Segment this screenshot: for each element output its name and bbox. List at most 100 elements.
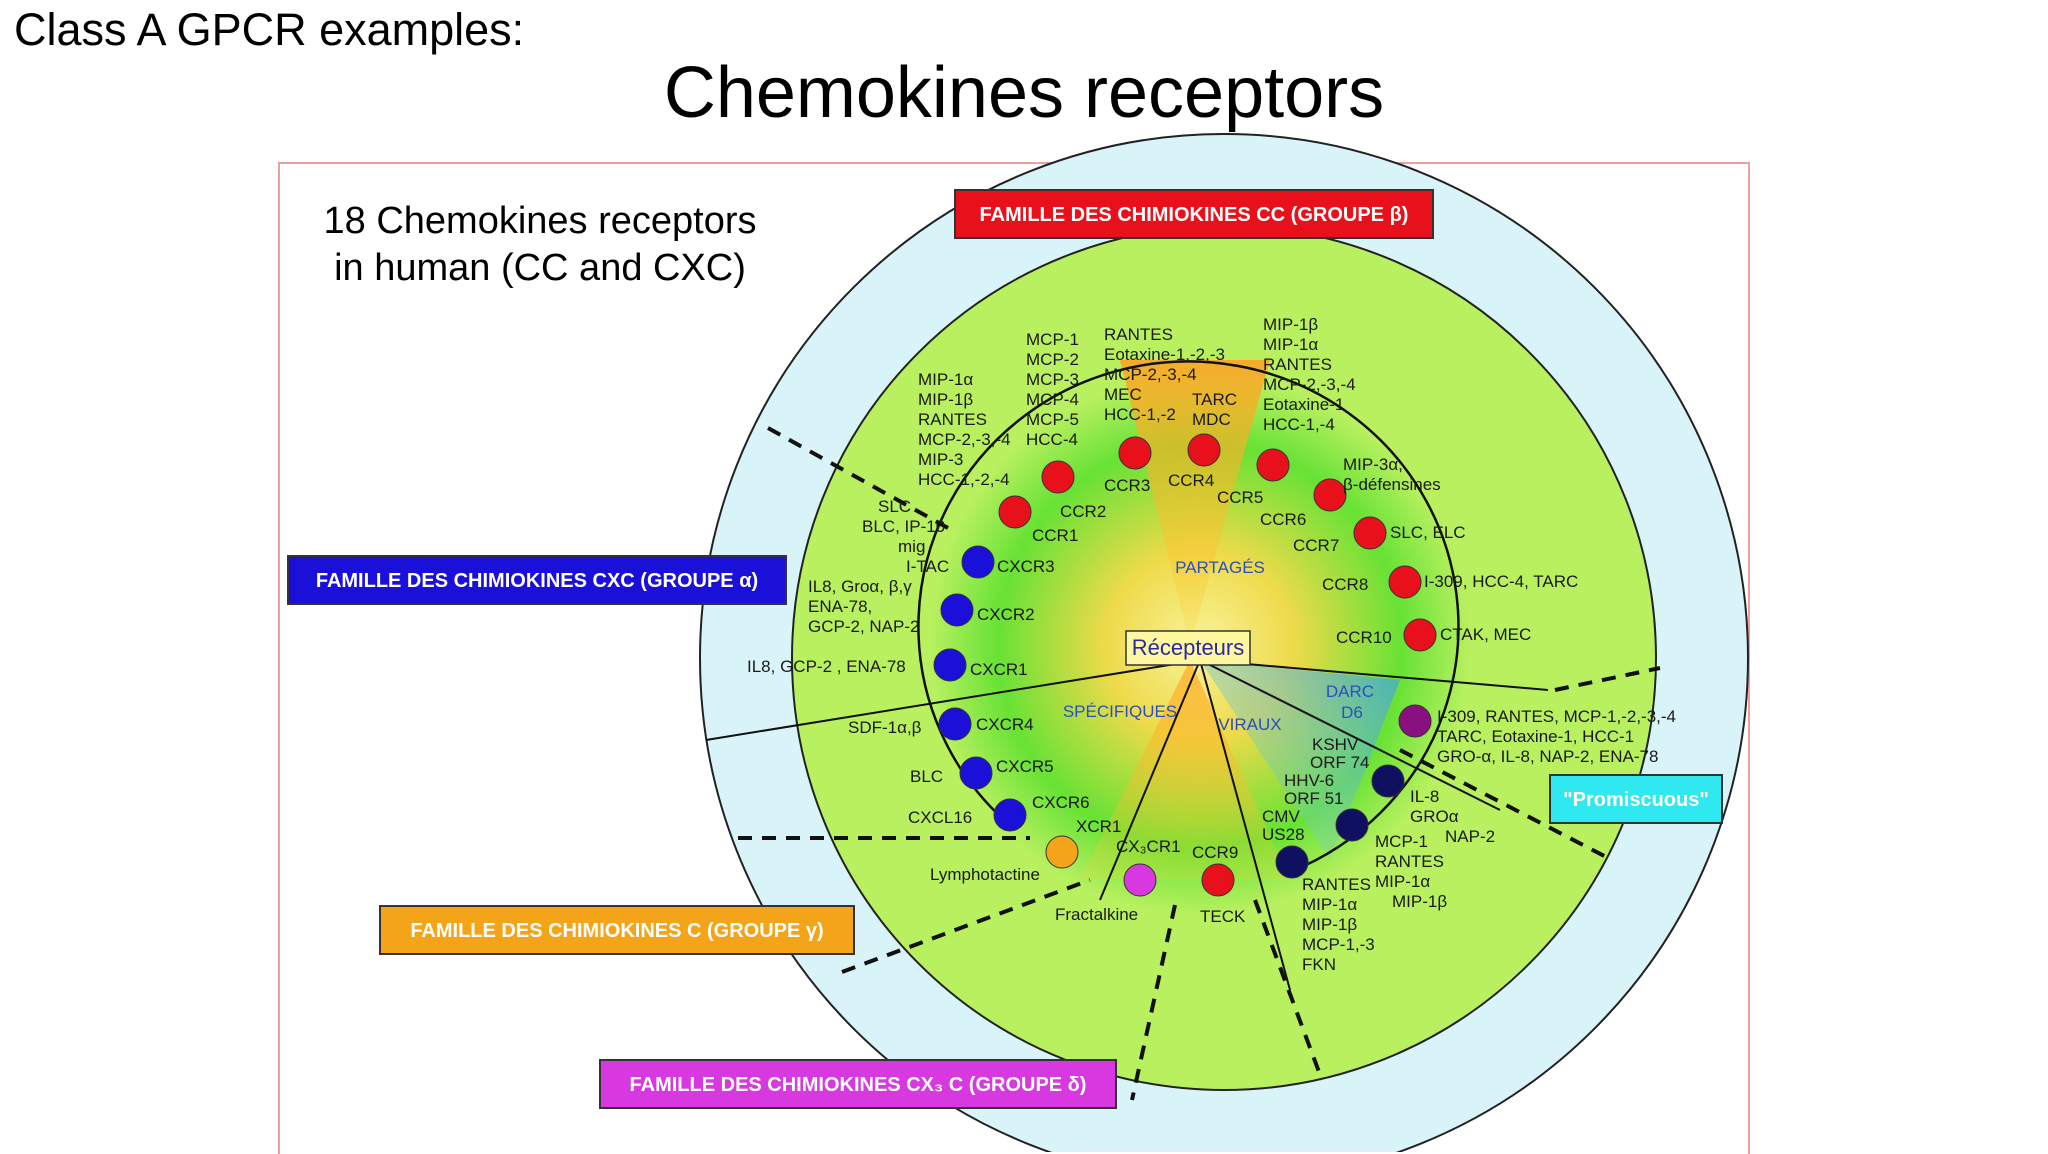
divider-shared-darc — [1199, 659, 1549, 691]
cxcr5-ligands: BLC — [910, 767, 943, 786]
ccr7-label: CCR7 — [1293, 536, 1339, 555]
orf74-label: ORF 74 — [1310, 753, 1370, 772]
divider-viral-cx3c — [1199, 659, 1291, 991]
sector-d6-label: D6 — [1341, 703, 1363, 722]
cxcr6-label: CXCR6 — [1032, 793, 1090, 812]
dash-promiscuous-lower — [1399, 748, 1613, 862]
receptor-ring-arc — [917, 360, 1460, 874]
cxcr1-ligands: IL8, GCP-2 , ENA-78 — [747, 657, 906, 676]
ligand-line: MCP-1 — [1026, 330, 1079, 349]
ligand-line: Eotaxine-1 — [1263, 395, 1344, 414]
svg-text:FAMILLE DES CHIMIOKINES CC (GR: FAMILLE DES CHIMIOKINES CC (GROUPE β) — [980, 204, 1409, 226]
ligand-line: MIP-1β — [918, 390, 973, 409]
cxc-receptors — [933, 545, 1027, 832]
ligand-line: MIP-3 — [918, 450, 963, 469]
ccr9-label: CCR9 — [1192, 843, 1238, 862]
ligand-line: TARC — [1192, 390, 1237, 409]
cxcr4-ligands: SDF-1α,β — [848, 718, 922, 737]
dot-orf74 — [1371, 764, 1405, 798]
figure-subtitle: 18 Chemokines receptors in human (CC and… — [310, 198, 770, 292]
cmv-label: CMV — [1262, 807, 1300, 826]
orf51-ligands: MCP-1 RANTES MIP-1α MIP-1β — [1375, 832, 1447, 911]
banner-cxc-family: FAMILLE DES CHIMIOKINES CXC (GROUPE α) — [287, 555, 787, 605]
dot-orf51 — [1335, 808, 1369, 842]
ligand-line: RANTES — [1302, 875, 1371, 894]
ccr5-label: CCR5 — [1217, 488, 1263, 507]
ligand-line: HCC-1,-4 — [1263, 415, 1335, 434]
cxcr4-label: CXCR4 — [976, 715, 1034, 734]
ligand-line: RANTES — [1263, 355, 1332, 374]
cxcr2-label: CXCR2 — [977, 605, 1035, 624]
ligand-line: IL8, Groα, β,γ — [808, 577, 912, 596]
ccr3-ligands: RANTES Eotaxine-1,-2,-3 MCP-2,-3,-4 MEC … — [1104, 325, 1225, 424]
ligand-line: RANTES — [1375, 852, 1444, 871]
specific-wedge — [1080, 660, 1290, 880]
ccr8-ligands: I-309, HCC-4, TARC — [1424, 572, 1578, 591]
dot-xcr1 — [1045, 835, 1079, 869]
ligand-line: RANTES — [918, 410, 987, 429]
us28-label: US28 — [1262, 825, 1305, 844]
shared-wedge — [1120, 360, 1270, 645]
ccr4-label: CCR4 — [1168, 471, 1214, 490]
ligand-line: MIP-1β — [1263, 315, 1318, 334]
ligand-line: MCP-2,-3,-4 — [918, 430, 1011, 449]
dot-ccr7 — [1353, 516, 1387, 550]
us28-ligands: RANTES MIP-1α MIP-1β MCP-1,-3 FKN — [1302, 875, 1375, 974]
dash-cx3c-right — [1253, 899, 1324, 1081]
banner-cc-family: FAMILLE DES CHIMIOKINES CC (GROUPE β) — [954, 189, 1434, 239]
ligand-line: HCC-1,-2,-4 — [918, 470, 1010, 489]
ligand-line: β-défensines — [1343, 475, 1441, 494]
ccr2-ligands: MCP-1 MCP-2 MCP-3 MCP-4 MCP-5 HCC-4 — [1026, 330, 1079, 449]
ligand-line: MIP-1β — [1392, 892, 1447, 911]
slide-title: Chemokines receptors — [663, 53, 1385, 133]
ligand-line: MCP-1,-3 — [1302, 935, 1375, 954]
ligand-line: TARC, Eotaxine-1, HCC-1 — [1437, 727, 1634, 746]
ligand-line: MIP-3α, — [1343, 455, 1403, 474]
ligand-line: MCP-4 — [1026, 390, 1079, 409]
ligand-line: Eotaxine-1,-2,-3 — [1104, 345, 1225, 364]
svg-text:FAMILLE DES CHIMIOKINES CXC (G: FAMILLE DES CHIMIOKINES CXC (GROUPE α) — [316, 570, 758, 592]
dash-cc-cxc — [767, 426, 949, 530]
ccr4-ligands: TARC MDC — [1192, 390, 1237, 429]
ligand-line: MIP-1α — [1263, 335, 1318, 354]
ligand-line: MCP-2,-3,-4 — [1104, 365, 1197, 384]
cxcr6-ligands: CXCL16 — [908, 808, 972, 827]
orf74-ligands: IL-8 GROα NAP-2 — [1410, 787, 1495, 846]
ligand-line: MCP-2,-3,-4 — [1263, 375, 1356, 394]
banner-promiscuous: "Promiscuous" — [1549, 774, 1723, 824]
ligand-line: GROα — [1410, 807, 1459, 826]
orf51-label: ORF 51 — [1284, 789, 1344, 808]
ligand-line: MDC — [1192, 410, 1231, 429]
dot-cxcr3 — [961, 545, 995, 579]
subtitle-line-1: 18 Chemokines receptors — [323, 200, 757, 242]
ligand-line: ENA-78, — [808, 597, 872, 616]
viral-receptors — [1275, 764, 1405, 879]
ccr3-label: CCR3 — [1104, 476, 1150, 495]
svg-text:FAMILLE DES CHIMIOKINES C (GRO: FAMILLE DES CHIMIOKINES C (GROUPE γ) — [410, 920, 823, 942]
cxcr3-ligands: SLC BLC, IP-10 mig I-TAC — [862, 497, 949, 576]
ligand-line: MCP-5 — [1026, 410, 1079, 429]
dot-ccr5 — [1256, 448, 1290, 482]
ligand-line: GCP-2, NAP-2 — [808, 617, 919, 636]
cx3cr1-label: CX₃CR1 — [1116, 837, 1181, 856]
ccr1-ligands: MIP-1α MIP-1β RANTES MCP-2,-3,-4 MIP-3 H… — [918, 370, 1011, 489]
svg-text:FAMILLE DES CHIMIOKINES CX₃ C: FAMILLE DES CHIMIOKINES CX₃ C (GROUPE δ) — [630, 1074, 1087, 1096]
dot-ccr10 — [1403, 618, 1437, 652]
ligand-line: BLC, IP-10 — [862, 517, 945, 536]
sector-darc-label: DARC — [1326, 682, 1374, 701]
dot-ccr8 — [1388, 565, 1422, 599]
xcr1-label: XCR1 — [1076, 817, 1121, 836]
ligand-line: I-TAC — [906, 557, 949, 576]
ligand-line: mig — [898, 537, 925, 556]
ccr10-ligands: CTAK, MEC — [1440, 625, 1531, 644]
dot-ccr9 — [1201, 863, 1235, 897]
center-label-box — [1125, 630, 1251, 666]
subtitle-line-2: in human (CC and CXC) — [334, 247, 746, 289]
ligand-line: GRO-α, IL-8, NAP-2, ENA-78 — [1437, 747, 1658, 766]
ccr6-ligands: MIP-3α, β-défensines — [1343, 455, 1441, 494]
ligand-line: MCP-3 — [1026, 370, 1079, 389]
dash-c-lower — [841, 878, 1091, 974]
ligand-line: FKN — [1302, 955, 1336, 974]
ligand-line: HCC-1,-2 — [1104, 405, 1176, 424]
ligand-line: MIP-1β — [1302, 915, 1357, 934]
